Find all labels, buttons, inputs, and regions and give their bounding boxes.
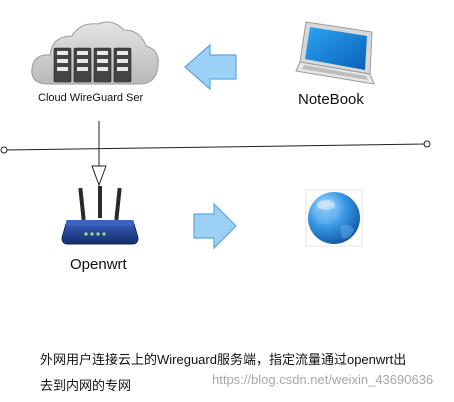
caption-line-1: 外网用户连接云上的Wireguard服务端，指定流量通过openwrt出 <box>40 352 407 367</box>
cloud-server-label: Cloud WireGuard Ser <box>38 92 144 104</box>
laptop-icon <box>295 21 375 85</box>
caption-line-2: 去到内网的专网 <box>40 378 132 393</box>
openwrt-label: Openwrt <box>70 256 127 273</box>
arrow-down-connector <box>91 121 107 187</box>
globe-icon <box>305 189 363 247</box>
arrow-left-icon <box>184 43 237 91</box>
notebook-label: NoteBook <box>298 91 364 108</box>
network-boundary-line <box>5 143 427 151</box>
watermark: https://blog.csdn.net/weixin_43690636 <box>212 372 434 387</box>
arrow-right-icon <box>193 202 237 250</box>
router-icon <box>61 186 139 245</box>
cloud-server-icon <box>31 21 159 85</box>
line-endpoint-right <box>423 140 431 148</box>
line-endpoint-left <box>0 146 8 154</box>
